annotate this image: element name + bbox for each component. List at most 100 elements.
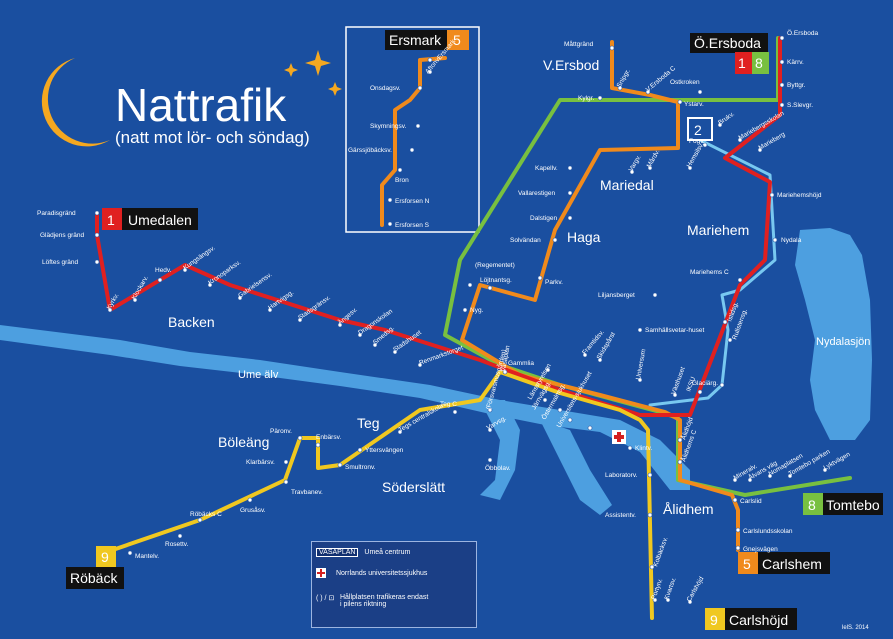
stop-label: Liljansberget [598,292,635,299]
stop-dot [652,597,658,603]
stop-dot [357,332,363,338]
district-boleang: Böleäng [218,434,269,450]
stop-label: Assistentv. [605,512,636,519]
terminal-ersmark: Ersmark [389,32,442,48]
legend-vasaplan-text: Umeå centrum [364,549,411,556]
stop-dot [267,307,273,313]
hospital-marker [612,430,626,444]
line-5-ersmark [380,56,447,227]
stop-dot [94,259,100,265]
stop-dot [537,275,543,281]
stop-dot [649,564,655,570]
map-subtitle: (natt mot lör- och söndag) [115,128,310,147]
map-title: Nattrafik [115,79,287,131]
line-5-route [460,40,740,552]
ersmark-inset [345,26,480,233]
terminal-carlshojd: Carlshöjd [729,612,788,628]
stop-label: Klintv. [635,445,652,452]
badge-1-number: 1 [107,212,115,228]
stop-dot [94,232,100,238]
stop-dot [767,473,773,479]
stop-label: Grusåsv. [240,506,266,514]
stop-label: Dalstigen [530,215,557,222]
stop-dot [427,69,433,75]
terminal-umedalen: Umedalen [128,212,192,228]
stop-label: IKSU [685,376,697,393]
line-9-route [96,370,654,620]
stop-dot [557,407,563,413]
stop-dot [452,409,458,415]
stop-dot [747,477,753,483]
stop-dot [467,282,473,288]
stop-dot [462,307,468,313]
stop-dot [637,327,643,333]
stop-label: Bron [395,177,409,184]
stop-dot [727,337,733,343]
stop-dot [645,89,651,95]
stop-dot [732,477,738,483]
stop-label: Onsdagsv. [370,85,401,92]
stop-dot [702,142,708,148]
badge-2-number: 2 [694,122,702,138]
stop-dot [567,417,573,423]
stop-dot [417,85,423,91]
legend-hospital-text: Norrlands universitetssjukhus [335,569,428,577]
stop-label: Universum [635,349,647,381]
stop-dot [417,362,423,368]
stop-dot [409,147,415,153]
stop-dot [487,457,493,463]
stop-label: Samhällsvetar-huset [645,327,704,334]
stop-label: Hemsilsv. [686,141,706,169]
stop-dot [779,82,785,88]
stop-label: Byttgr. [787,82,806,89]
river-branch [480,400,520,500]
stop-label: Mantelv. [135,553,159,560]
stop-dot [697,389,703,395]
stop-dot [552,237,558,243]
stop-dot [567,215,573,221]
stop-label: Ersforsen S [395,222,430,229]
lake-label: Nydalasjön [816,336,870,348]
stop-dot [719,382,725,388]
stop-label: Nydala [781,237,802,244]
district-alidhem: Ålidhem [663,501,714,517]
stop-dot [357,447,363,453]
stop-dot [697,89,703,95]
stop-label: Västhuset [670,366,687,396]
stop-label: Laboratorv. [605,472,638,479]
stop-label: Ostkroken [670,79,700,86]
stop-label: Vargv. [628,154,643,173]
stop-dot [737,137,743,143]
stop-label: Marieberg [758,131,787,152]
stop-dot [627,445,633,451]
stop-label: Carlslundsskolan [743,528,793,535]
stop-dot [647,512,653,518]
stop-label: Kolbäcksv. [652,536,669,568]
stop-label: Mariehemshöjd [777,192,822,199]
stop-dot [247,497,253,503]
stop-dot [735,527,741,533]
stop-dot [397,167,403,173]
stop-label: Skymningsv. [370,123,407,130]
stop-dot [672,392,678,398]
legend-vasaplan-code: VASAPLAN [316,548,359,557]
river-branch-2 [540,420,612,515]
stop-dot [337,322,343,328]
badge-8-number: 8 [808,497,816,513]
stop-dot [587,425,593,431]
stop-label: Travbanev. [291,489,323,496]
terminal-tomtebo: Tomtebo [826,497,880,513]
stop-dot [337,462,343,468]
terminal-carlshem: Carlshem [762,556,822,572]
stop-dot [567,165,573,171]
stop-dot [502,369,508,375]
stop-label: Gnejsvägen [743,546,778,553]
badge-9-number: 9 [710,612,718,628]
stop-dot [597,357,603,363]
stop-dot [237,295,243,301]
hospital-icon [316,568,326,578]
stop-dot [297,435,303,441]
stop-dot [779,35,785,41]
stop-dot [687,599,693,605]
